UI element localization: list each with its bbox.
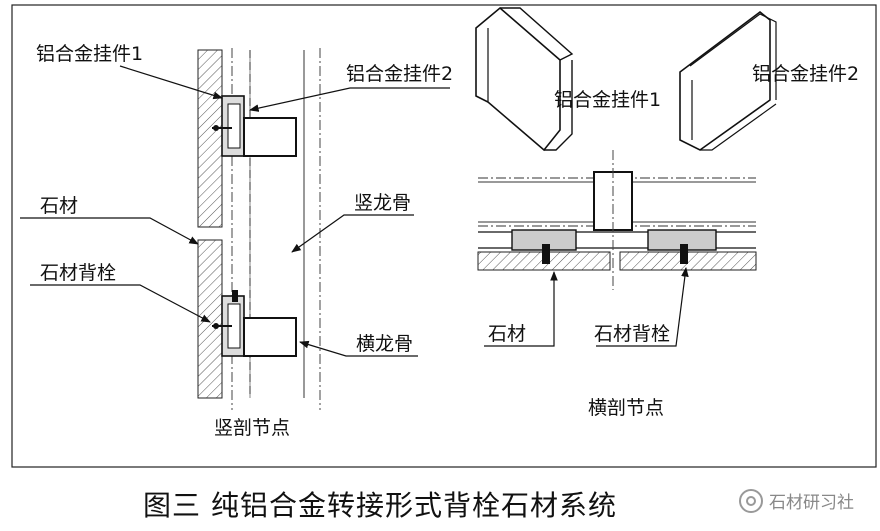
anchor-plan-right: [680, 244, 688, 264]
label-vertical-keel: 竖龙骨: [354, 192, 411, 214]
label-horizontal-section: 横剖节点: [588, 397, 664, 419]
horizontal-keel-upper: [243, 117, 297, 157]
horizontal-section-drawing: [475, 6, 777, 347]
watermark: 石材研习社: [739, 488, 854, 513]
bracket-upper-inner: [227, 103, 241, 149]
label-bracket1-right: 铝合金挂件1: [554, 89, 661, 111]
bolt-lower: [232, 290, 238, 302]
label-anchor-right: 石材背栓: [594, 323, 670, 345]
label-vertical-section: 竖剖节点: [214, 417, 290, 439]
anchor-plan-left: [542, 244, 550, 264]
label-stone-right: 石材: [488, 323, 526, 345]
label-bracket2-right: 铝合金挂件2: [752, 63, 859, 85]
horizontal-keel-lower: [243, 317, 297, 357]
label-horizontal-keel: 横龙骨: [356, 333, 413, 355]
watermark-text: 石材研习社: [769, 493, 854, 513]
label-bracket1-left: 铝合金挂件1: [36, 43, 143, 65]
label-stone-left: 石材: [40, 195, 78, 217]
vertical-section-drawing: [20, 48, 450, 410]
label-bracket2-left: 铝合金挂件2: [346, 63, 453, 85]
drawing-frame: [11, 4, 877, 468]
wechat-icon: [739, 488, 763, 513]
bracket2-3d: [679, 10, 771, 151]
stone-panel-lower: [197, 239, 223, 399]
stone-panel-upper: [197, 49, 223, 228]
figure-caption: 图三 纯铝合金转接形式背栓石材系统: [143, 489, 617, 522]
label-anchor-left: 石材背栓: [40, 262, 116, 284]
